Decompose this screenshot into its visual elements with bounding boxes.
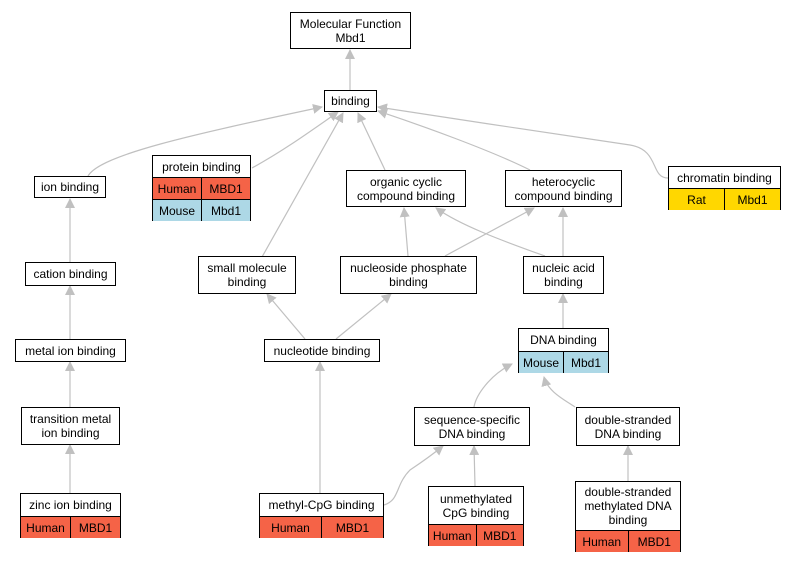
edge-nucleoside-to-organic xyxy=(399,207,410,257)
node-label-line: methylated DNA xyxy=(584,499,672,513)
node-heterocyclic-compound-binding[interactable]: heterocyclic compound binding xyxy=(505,170,622,207)
gene-cell: MBD1 xyxy=(70,517,120,538)
edge-ion-binding-to-binding xyxy=(87,103,323,177)
gene-cell: Mbd1 xyxy=(563,352,608,373)
annotation-row: Human MBD1 xyxy=(429,524,523,546)
annotation-row: Human MBD1 xyxy=(21,516,120,538)
edge-nucleotide-to-nucleoside xyxy=(335,293,392,340)
annotation-row: Human MBD1 xyxy=(153,177,250,199)
gene-cell: MBD1 xyxy=(627,531,680,552)
node-label-line: zinc ion binding xyxy=(29,498,112,512)
node-nucleoside-phosphate-binding[interactable]: nucleoside phosphate binding xyxy=(340,256,477,294)
gene-cell: MBD1 xyxy=(321,517,383,538)
annotation-row: Rat Mbd1 xyxy=(669,188,780,210)
node-label-line: metal ion binding xyxy=(25,343,116,358)
node-label-line: binding xyxy=(389,275,428,289)
gene-cell: Mbd1 xyxy=(724,189,780,210)
node-label-line: chromatin binding xyxy=(677,170,772,185)
annotation-row: Human MBD1 xyxy=(576,530,680,552)
node-label-line: protein binding xyxy=(162,159,241,174)
node-ion-binding[interactable]: ion binding xyxy=(34,176,106,198)
edge-nucleoside-to-heterocyclic xyxy=(444,207,535,257)
edge-organic-cyclic-to-binding xyxy=(357,112,386,171)
annotation-row: Mouse Mbd1 xyxy=(519,351,608,373)
node-label-line: binding xyxy=(227,275,267,289)
species-cell: Mouse xyxy=(519,352,563,373)
edge-chromatin-to-binding xyxy=(377,103,669,179)
node-organic-cyclic-compound-binding[interactable]: organic cyclic compound binding xyxy=(346,170,466,207)
species-cell: Mouse xyxy=(153,200,201,221)
gene-cell: Mbd1 xyxy=(201,200,250,221)
node-label-line: heterocyclic xyxy=(531,174,596,189)
node-nucleotide-binding[interactable]: nucleotide binding xyxy=(264,339,380,362)
node-transition-metal-ion-binding[interactable]: transition metal ion binding xyxy=(21,407,120,445)
edge-nucleotide-to-small xyxy=(266,293,306,340)
node-label-line: double-stranded xyxy=(584,412,672,427)
node-binding[interactable]: binding xyxy=(324,90,377,112)
node-label-line: ion binding xyxy=(40,180,100,194)
node-nucleic-acid-binding[interactable]: nucleic acid binding xyxy=(523,256,604,294)
edge-nucleic-to-organic xyxy=(435,207,546,257)
node-label-line: Molecular Function xyxy=(299,16,402,31)
node-label-line: nucleotide binding xyxy=(273,343,371,358)
edge-seq-specific-to-dna xyxy=(473,363,513,408)
node-small-molecule-binding[interactable]: small molecule binding xyxy=(198,256,296,294)
node-label-line: binding xyxy=(608,513,648,527)
node-label-line: nucleoside phosphate xyxy=(350,261,467,275)
node-label-line: compound binding xyxy=(514,188,613,203)
node-molecular-function[interactable]: Molecular Function Mbd1 xyxy=(290,12,411,49)
node-double-stranded-dna-binding[interactable]: double-stranded DNA binding xyxy=(576,407,680,446)
node-metal-ion-binding[interactable]: metal ion binding xyxy=(15,339,126,362)
node-label-line: cation binding xyxy=(33,267,108,281)
node-label-line: double-stranded xyxy=(584,485,672,499)
node-label-line: Mbd1 xyxy=(335,30,366,45)
node-label-line: binding xyxy=(544,275,583,289)
node-methyl-cpg-binding[interactable]: methyl-CpG binding Human MBD1 xyxy=(259,493,384,538)
node-label-line: sequence-specific xyxy=(423,412,521,427)
node-label-line: small molecule xyxy=(207,261,287,275)
node-sequence-specific-dna-binding[interactable]: sequence-specific DNA binding xyxy=(414,407,530,446)
node-label-line: nucleic acid xyxy=(532,261,595,275)
node-label-line: compound binding xyxy=(356,188,456,203)
node-chromatin-binding[interactable]: chromatin binding Rat Mbd1 xyxy=(668,166,781,210)
node-label-line: DNA binding xyxy=(438,426,506,441)
edge-protein-binding-to-binding xyxy=(251,111,339,169)
node-label-line: transition metal xyxy=(29,412,112,426)
edge-methyl-cpg-to-seq-specific xyxy=(383,445,444,506)
node-label-line: methyl-CpG binding xyxy=(268,498,375,512)
edge-small-molecule-to-binding xyxy=(261,112,344,258)
node-label-line: DNA binding xyxy=(594,426,662,441)
gene-cell: MBD1 xyxy=(475,525,523,546)
node-zinc-ion-binding[interactable]: zinc ion binding Human MBD1 xyxy=(20,493,121,538)
node-label-line: CpG binding xyxy=(442,505,510,520)
species-cell: Rat xyxy=(669,189,724,210)
annotation-row: Mouse Mbd1 xyxy=(153,199,250,221)
gene-cell: MBD1 xyxy=(201,178,250,199)
node-dna-binding[interactable]: DNA binding Mouse Mbd1 xyxy=(518,328,609,373)
node-double-stranded-methylated-dna-binding[interactable]: double-stranded methylated DNA binding H… xyxy=(575,481,681,552)
edge-double-stranded-to-dna xyxy=(541,376,576,408)
node-unmethylated-cpg-binding[interactable]: unmethylated CpG binding Human MBD1 xyxy=(428,486,524,546)
species-cell: Human xyxy=(21,517,70,538)
species-cell: Human xyxy=(260,517,321,538)
node-label-line: binding xyxy=(331,94,370,108)
node-cation-binding[interactable]: cation binding xyxy=(25,262,116,286)
node-label-line: unmethylated xyxy=(439,491,513,506)
node-label-line: ion binding xyxy=(41,426,100,440)
node-label-line: DNA binding xyxy=(530,333,597,347)
node-label-line: organic cyclic xyxy=(369,174,443,189)
edge-heterocyclic-to-binding xyxy=(377,109,531,171)
annotation-row: Human MBD1 xyxy=(260,516,383,538)
node-protein-binding[interactable]: protein binding Human MBD1 Mouse Mbd1 xyxy=(152,155,251,221)
species-cell: Human xyxy=(576,531,628,552)
species-cell: Human xyxy=(429,525,476,546)
edge-unmethylated-to-seq-specific xyxy=(469,445,480,487)
species-cell: Human xyxy=(153,178,201,199)
